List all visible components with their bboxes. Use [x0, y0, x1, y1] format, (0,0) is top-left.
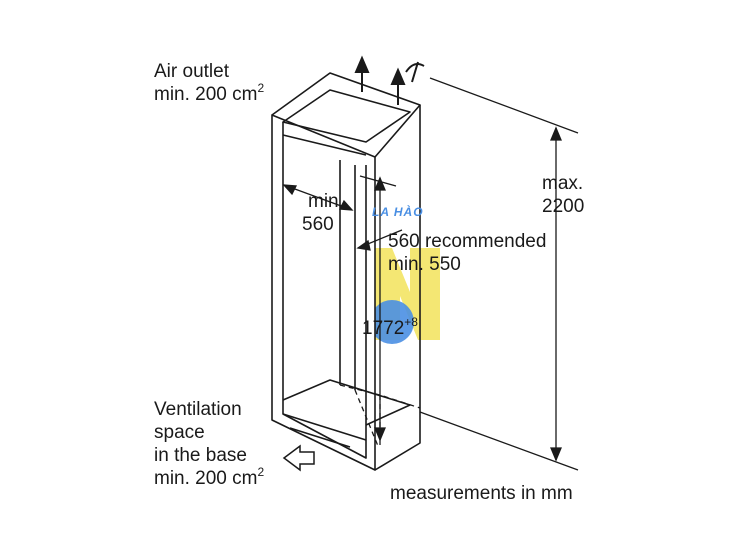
base-opening — [289, 427, 351, 448]
air-outlet-arrows — [354, 55, 425, 105]
ventilation-value: min. 200 cm — [154, 468, 258, 489]
front-frame-inner — [282, 122, 367, 459]
niche-height-tolerance: +8 — [404, 315, 418, 329]
cabinet-outline — [271, 72, 421, 471]
ventilation-line3: in the base — [154, 445, 247, 466]
dimension-lines — [282, 77, 579, 471]
watermark-blue-dot — [370, 300, 414, 344]
ventilation-line4: min. 200 cm2 — [154, 465, 265, 492]
max-height-label: max. 2200 — [542, 172, 584, 218]
min-width-line2: 560 — [302, 214, 334, 235]
top-shelf-front — [282, 134, 367, 156]
top-face — [271, 72, 421, 158]
air-outlet-line2: min. 200 cm2 — [154, 81, 265, 108]
right-side — [374, 105, 421, 471]
air-outlet-label: Air outlet min. 200 cm2 — [154, 60, 264, 108]
ventilation-inlet-arrow — [282, 444, 315, 472]
air-outlet-value: min. 200 cm — [154, 84, 258, 105]
max-line2: 2200 — [542, 196, 585, 217]
min-width-line1: min. — [308, 191, 344, 212]
niche-height-value: 1772 — [362, 318, 405, 339]
bottom-plinth-front — [282, 413, 367, 441]
measurements-note: measurements in mm — [390, 483, 573, 504]
appliance-outline — [339, 384, 421, 447]
min-width-label: min. 560 — [302, 190, 344, 236]
air-outlet-line1: Air outlet — [154, 61, 229, 82]
depth-line2: min. 550 — [388, 254, 461, 275]
ventilation-line1: Ventilation — [154, 399, 242, 420]
depth-line1: 560 recommended — [388, 231, 547, 252]
ventilation-label: Ventilation space in the base min. 200 c… — [154, 398, 264, 492]
ventilation-line2: space — [154, 422, 205, 443]
air-outlet-sup: 2 — [257, 81, 265, 95]
depth-label: 560 recommended min. 550 — [388, 230, 546, 276]
ventilation-sup: 2 — [257, 465, 265, 479]
niche-height-label: 1772+8 — [362, 315, 418, 342]
watermark-text: LA HÀO — [372, 205, 424, 219]
top-shelf — [282, 89, 411, 143]
max-line1: max. — [542, 173, 584, 194]
